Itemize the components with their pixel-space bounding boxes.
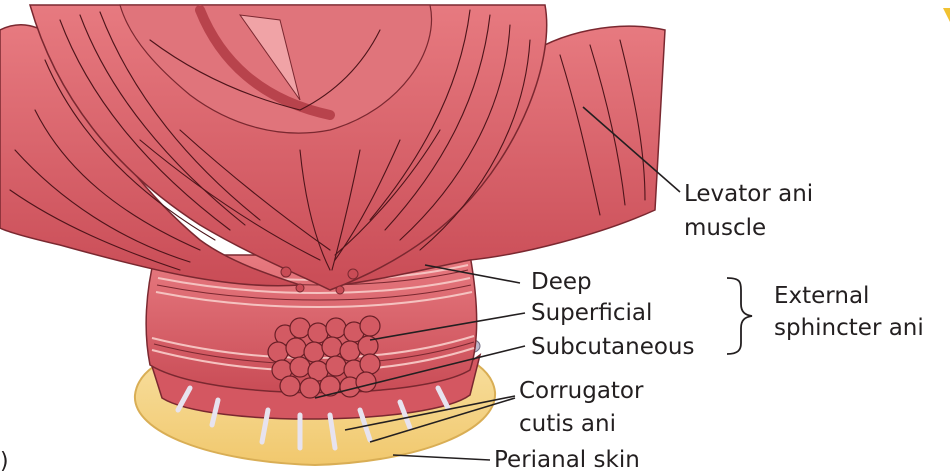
label-deep: Deep xyxy=(531,268,592,296)
label-levator-ani: Levator ani xyxy=(684,180,813,208)
label-perianal-skin: Perianal skin xyxy=(494,446,640,474)
label-sphincter-ani: sphincter ani xyxy=(774,314,924,342)
label-levator-ani-muscle: muscle xyxy=(684,214,766,242)
external-sphincter-brace xyxy=(727,278,752,354)
label-subcutaneous: Subcutaneous xyxy=(531,333,694,361)
leader-perianal xyxy=(393,455,490,460)
label-cutis-ani: cutis ani xyxy=(519,410,616,438)
label-superficial: Superficial xyxy=(531,299,652,327)
label-corrugator: Corrugator xyxy=(519,377,643,405)
svg-text:): ) xyxy=(0,449,9,474)
label-external: External xyxy=(774,282,869,310)
corner-mark xyxy=(943,8,950,22)
